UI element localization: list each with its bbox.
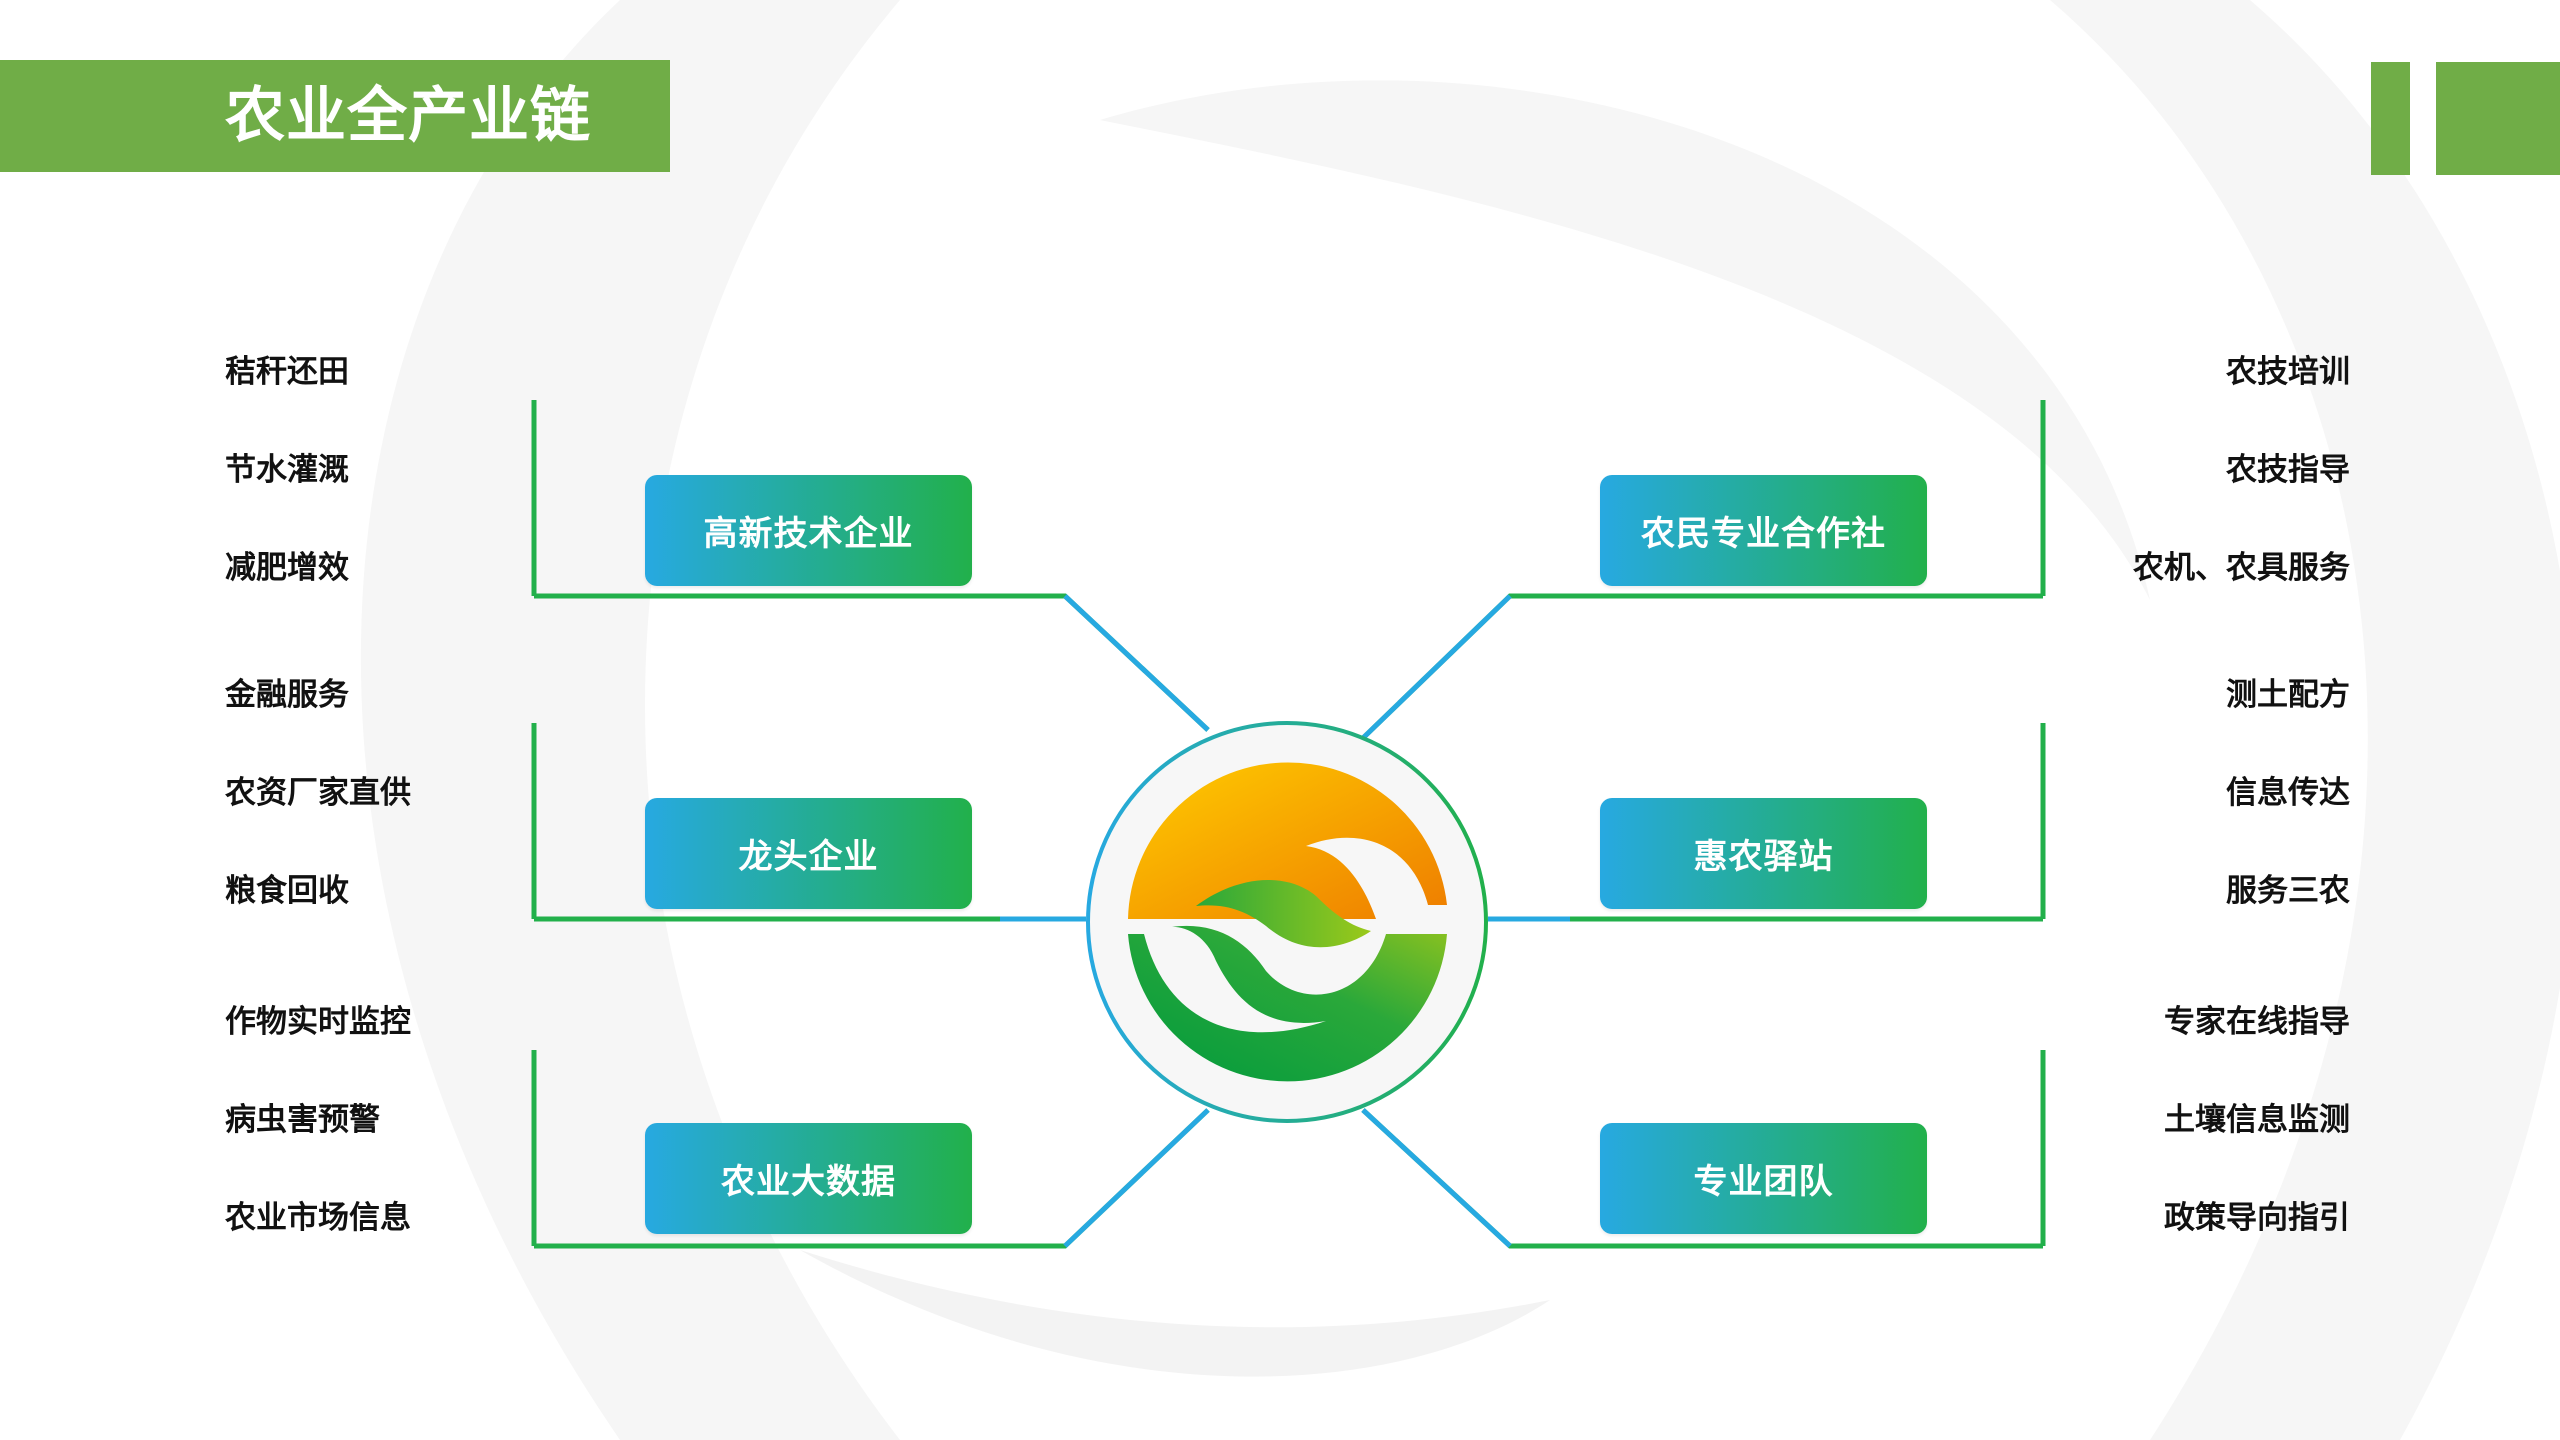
title-banner: 农业全产业链 [0, 60, 670, 172]
branch-item: 农资厂家直供 [225, 775, 411, 811]
category-box: 龙头企业 [645, 798, 972, 909]
branch-item: 农技培训 [2226, 354, 2350, 390]
category-box: 农业大数据 [645, 1123, 972, 1234]
category-box: 专业团队 [1600, 1123, 1927, 1234]
branch-item: 农技指导 [2226, 452, 2350, 488]
branch-item: 病虫害预警 [225, 1102, 380, 1138]
earth-arc [1128, 925, 1447, 1082]
branch-item: 农业市场信息 [225, 1200, 411, 1236]
branch-item: 作物实时监控 [225, 1004, 411, 1040]
page-title: 农业全产业链 [225, 81, 591, 151]
branch-item: 节水灌溉 [225, 452, 349, 488]
category-box: 农民专业合作社 [1600, 475, 1927, 586]
sun-arc [1128, 762, 1447, 919]
center-logo [1086, 721, 1488, 1123]
branch-item: 农机、农具服务 [2133, 550, 2350, 586]
diagonal-connector [1063, 594, 1210, 732]
category-box: 惠农驿站 [1600, 798, 1927, 909]
branch-item: 秸秆还田 [225, 354, 349, 390]
diagonal-connector [1361, 594, 1512, 740]
branch-item: 金融服务 [225, 677, 349, 713]
branch-item: 土壤信息监测 [2164, 1102, 2350, 1138]
branch-item: 粮食回收 [225, 873, 349, 909]
branch-connector [1361, 593, 2043, 740]
category-box: 高新技术企业 [645, 475, 972, 586]
branch-connector [534, 593, 1210, 732]
branch-item: 信息传达 [2226, 775, 2350, 811]
branch-item: 专家在线指导 [2164, 1004, 2350, 1040]
corner-decoration-block [2436, 62, 2560, 175]
branch-item: 测土配方 [2226, 677, 2350, 713]
diagonal-connector [1361, 1108, 1512, 1248]
branch-item: 服务三农 [2226, 873, 2350, 909]
diagonal-connector [1063, 1108, 1210, 1248]
branch-item: 减肥增效 [225, 550, 349, 586]
corner-decoration-bar [2371, 62, 2410, 175]
leaf [1196, 879, 1371, 948]
branch-item: 政策导向指引 [2164, 1200, 2350, 1236]
